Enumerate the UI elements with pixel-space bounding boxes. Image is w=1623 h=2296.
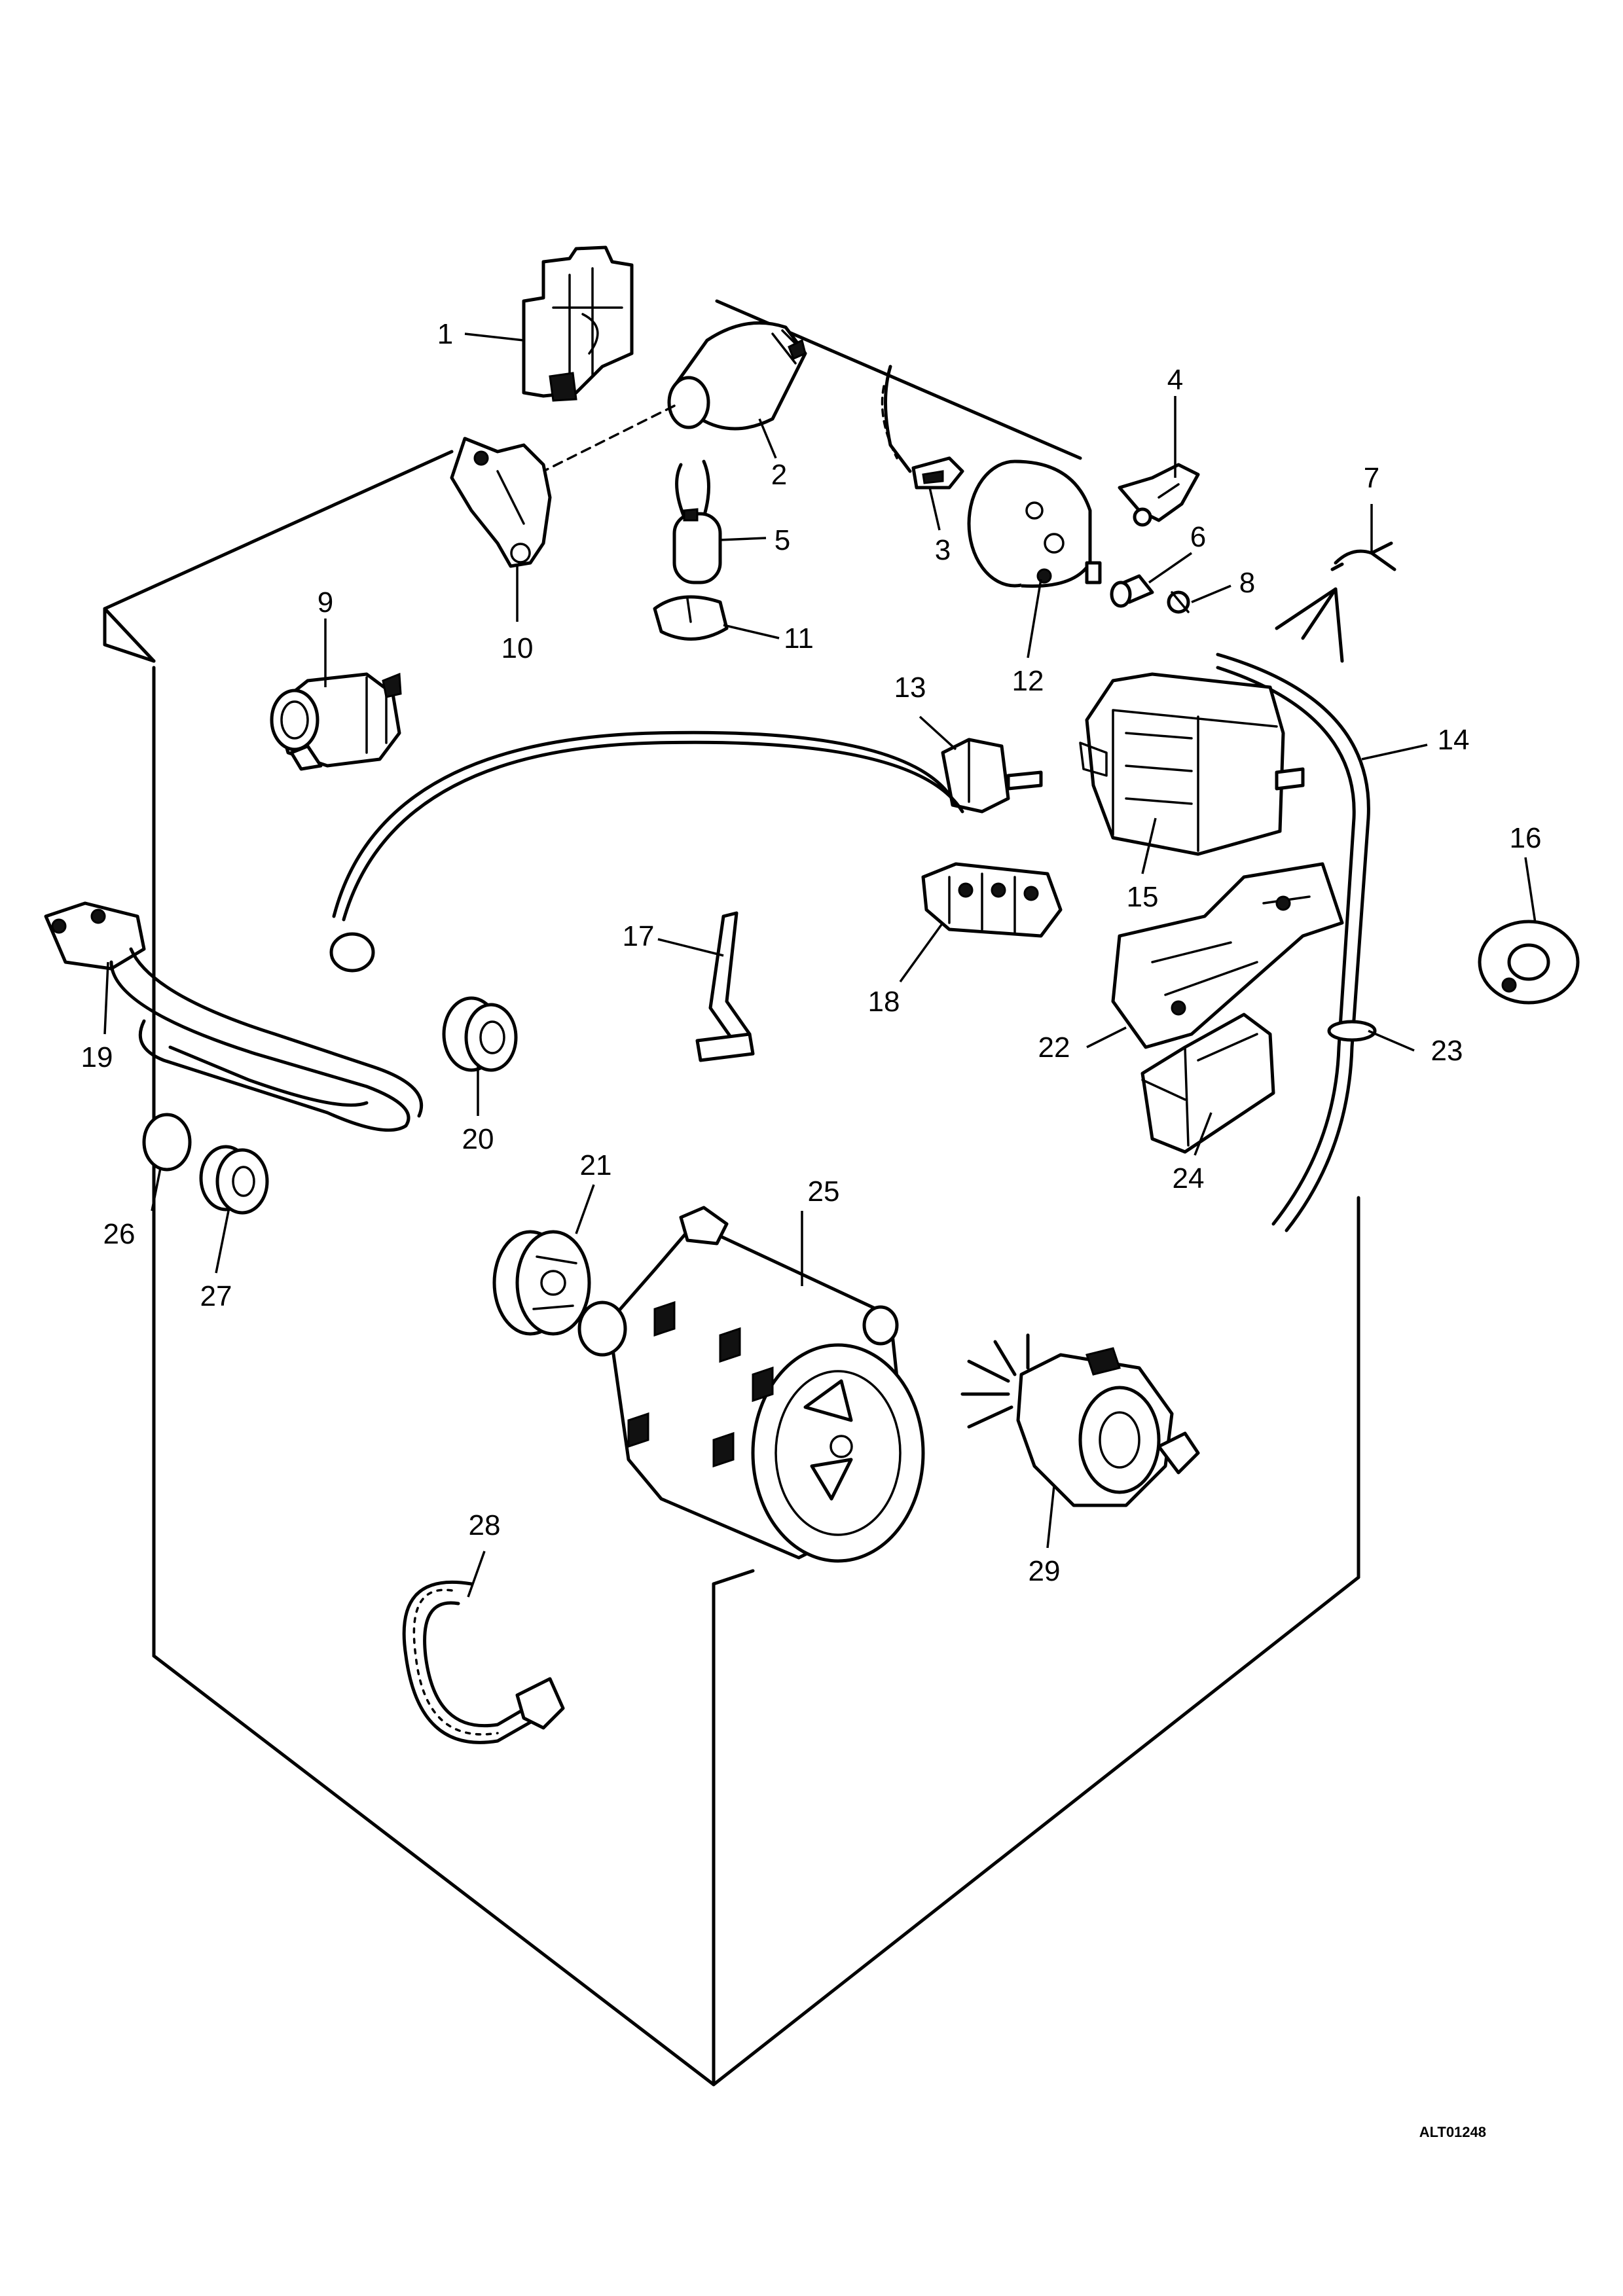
callout-13: 13 [894, 672, 926, 704]
callout-8: 8 [1239, 567, 1255, 599]
callout-19: 19 [81, 1041, 113, 1073]
part-3-wire-connector [881, 365, 964, 490]
part-5-suppressor [672, 459, 722, 584]
callout-24: 24 [1173, 1162, 1205, 1194]
part-21-pulley [492, 1230, 591, 1336]
callout-15: 15 [1127, 881, 1159, 913]
part-28-drive-belt [402, 1580, 565, 1744]
callout-labels: 1 2 3 4 5 6 7 8 9 10 11 12 13 14 15 16 1… [81, 318, 1542, 1587]
part-1-door-interlock [522, 245, 634, 402]
callout-10: 10 [501, 632, 534, 664]
callout-23: 23 [1431, 1035, 1463, 1067]
callout-26: 26 [103, 1218, 136, 1250]
callout-14: 14 [1438, 724, 1470, 756]
callout-4: 4 [1167, 364, 1183, 396]
callout-20: 20 [462, 1123, 494, 1155]
part-27-grommet [199, 1145, 269, 1215]
callout-6: 6 [1190, 521, 1206, 553]
part-7-clip [1330, 541, 1396, 571]
callout-22: 22 [1038, 1031, 1070, 1064]
part-29-drain-pump [960, 1333, 1200, 1507]
part-25-motor [577, 1206, 925, 1563]
callout-28: 28 [469, 1509, 501, 1541]
part-24-control-module [1140, 1013, 1275, 1154]
part-13-thermostat [329, 730, 1043, 973]
part-23-hose-clamp [1327, 1020, 1377, 1042]
part-10-bracket [450, 437, 552, 568]
callout-25: 25 [808, 1175, 840, 1208]
part-17-lever [695, 911, 755, 1062]
part-26-washer [142, 1113, 192, 1172]
leader-lines [103, 332, 1537, 1598]
part-14-hose [1216, 653, 1370, 1232]
part-15-timer [1079, 672, 1305, 856]
part-16-ring-nut [1478, 920, 1580, 1005]
callout-18: 18 [868, 986, 900, 1018]
part-11-clip-ring [653, 595, 729, 641]
part-20-bush [442, 996, 518, 1072]
callout-1: 1 [437, 318, 453, 350]
part-9-solenoid-valve [270, 672, 402, 771]
callout-27: 27 [200, 1280, 232, 1312]
part-22-board-bracket [1111, 862, 1344, 1049]
callout-11: 11 [784, 622, 814, 655]
callout-29: 29 [1029, 1555, 1061, 1587]
part-6-pin [1110, 574, 1154, 608]
callout-12: 12 [1012, 665, 1044, 697]
callout-2: 2 [771, 459, 787, 491]
callout-3: 3 [935, 534, 951, 566]
callout-17: 17 [623, 920, 655, 952]
part-18-switch-block [921, 862, 1063, 938]
callout-7: 7 [1364, 462, 1379, 494]
part-12-pressure-switch [967, 459, 1102, 588]
callout-5: 5 [775, 524, 790, 556]
callout-21: 21 [580, 1149, 612, 1181]
capacitor-dash-line [529, 404, 676, 479]
part-8-clamp [1167, 590, 1190, 614]
part-4-bracket [1118, 463, 1200, 527]
part-19-heating-element [44, 901, 424, 1132]
callout-9: 9 [318, 586, 333, 619]
part-2-capacitor [667, 321, 807, 431]
drawing-code: ALT01248 [1419, 2124, 1486, 2140]
callout-16: 16 [1510, 822, 1542, 854]
